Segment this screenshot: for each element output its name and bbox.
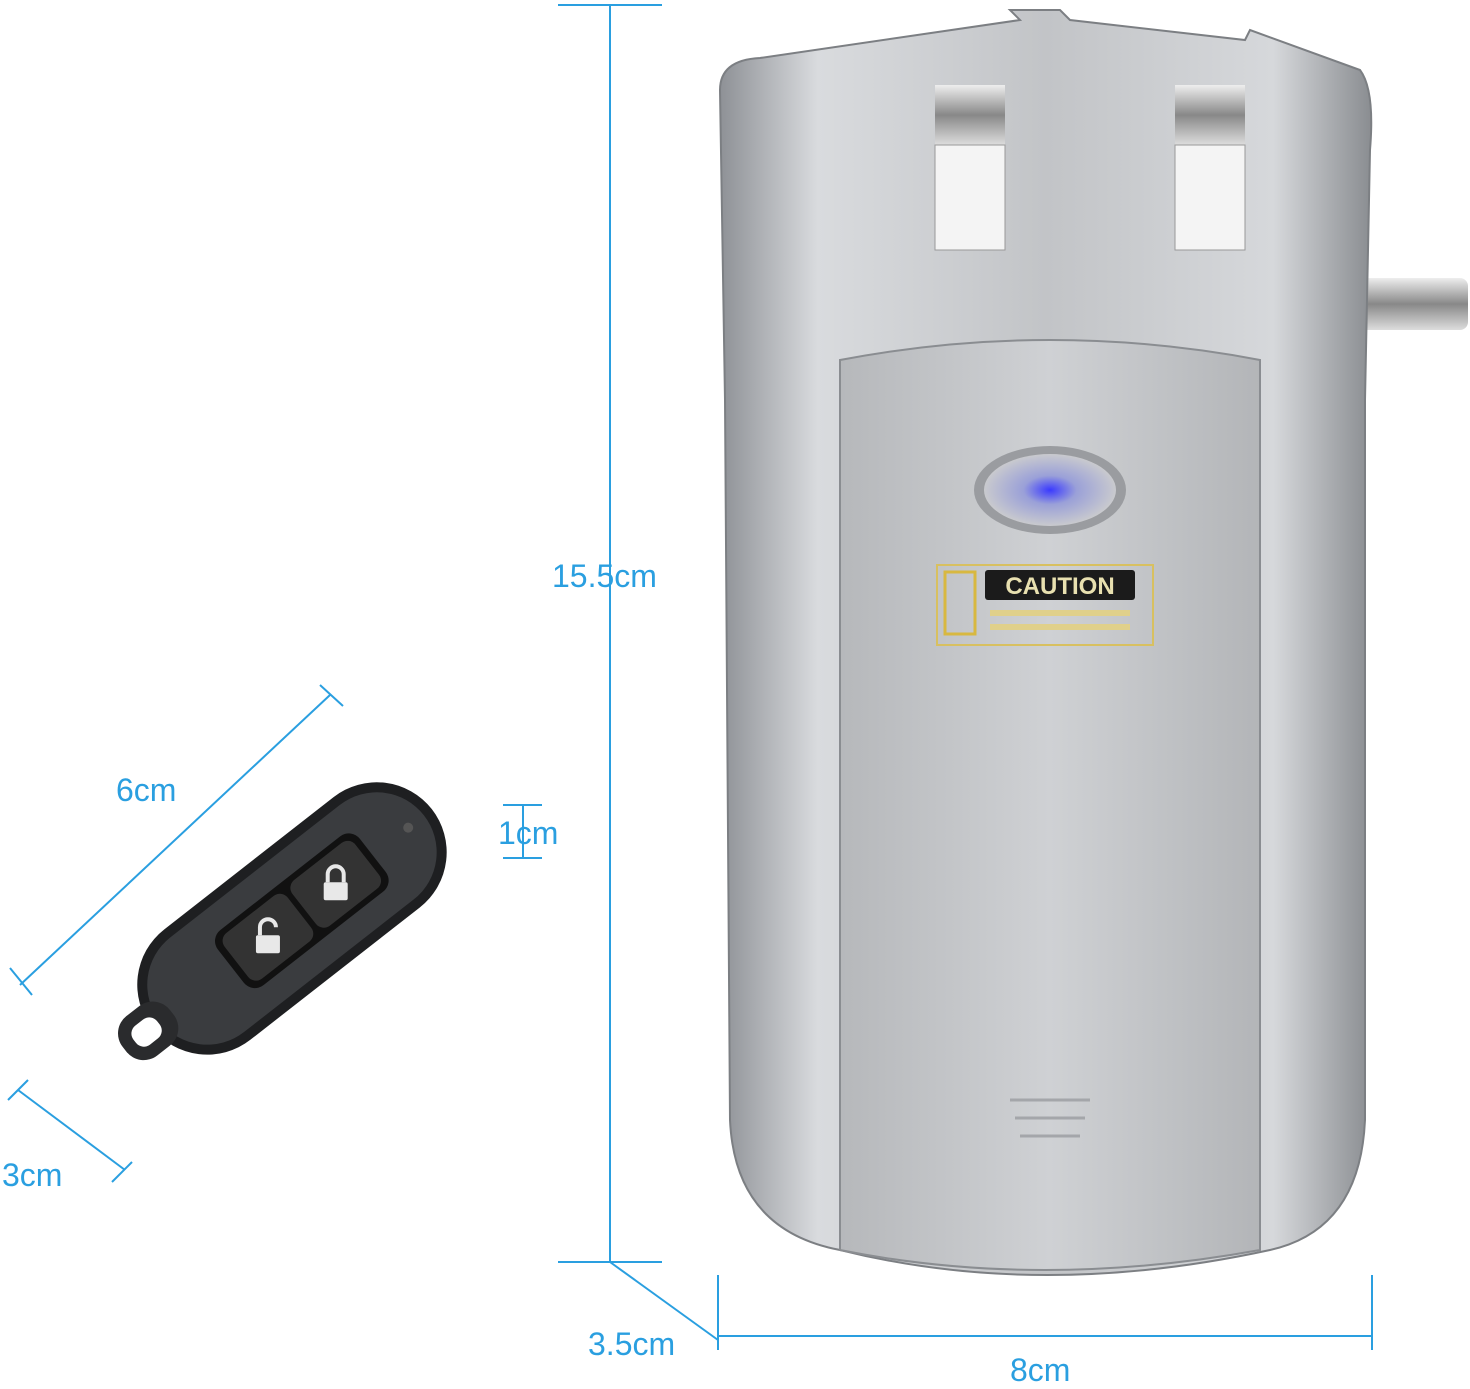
lock-icon xyxy=(323,864,348,901)
battery-cover-grip xyxy=(1010,1098,1090,1138)
lock-latch-left xyxy=(935,85,1005,145)
caution-label: CAUTION xyxy=(936,564,1154,646)
unlock-icon xyxy=(255,917,280,954)
lock-latch-right xyxy=(1175,85,1245,145)
dimension-lines xyxy=(7,4,1373,1350)
lock-width-label: 8cm xyxy=(1010,1352,1071,1388)
remote-length-label: 6cm xyxy=(116,772,177,808)
caution-text: CAUTION xyxy=(1005,573,1114,600)
lock-bolt xyxy=(1360,278,1468,330)
lock-depth-label: 3.5cm xyxy=(588,1326,676,1362)
remote-key-fob xyxy=(118,782,447,1061)
smart-lock: CAUTION xyxy=(718,9,1468,1276)
remote-thickness-label: 1cm xyxy=(498,815,559,851)
lock-height-label: 15.5cm xyxy=(552,558,657,594)
indicator-led xyxy=(984,454,1116,526)
remote-width-label: 3cm xyxy=(2,1157,63,1193)
